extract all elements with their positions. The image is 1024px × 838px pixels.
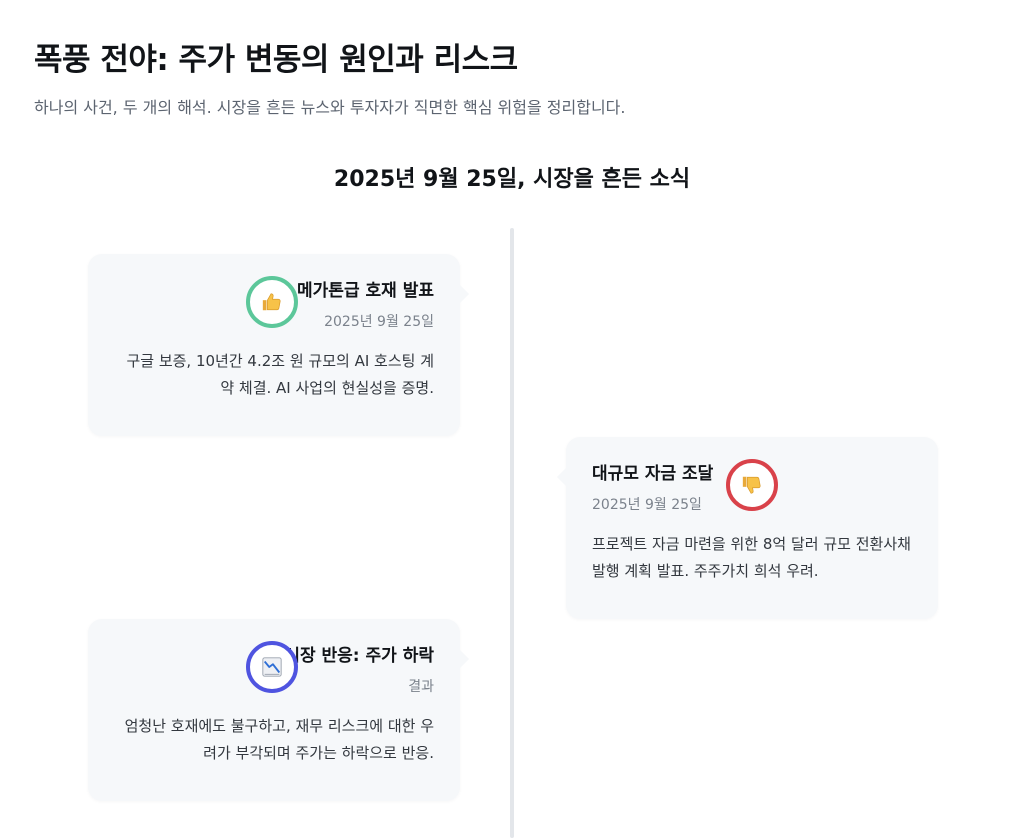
card-date: 2025년 9월 25일 [324,314,434,330]
card-title: 대규모 자금 조달 [592,464,714,484]
timeline-line [510,228,514,838]
card-date: 2025년 9월 25일 [592,497,702,513]
card-body: 구글 보증, 10년간 4.2조 원 규모의 AI 호스팅 계약 체결. AI … [126,352,434,397]
timeline-heading: 2025년 9월 25일, 시장을 흔든 소식 [333,167,691,192]
chart-decreasing-icon [246,641,298,693]
card-date: 결과 [408,679,434,695]
card-title: 메가톤급 호재 발표 [297,281,434,301]
page-subtitle: 하나의 사건, 두 개의 해석. 시장을 흔든 뉴스와 투자자가 직면한 핵심 … [34,98,626,117]
card-title: 시장 반응: 주가 하락 [284,646,434,666]
thumbs-up-icon [246,276,298,328]
thumbs-down-icon [726,459,778,511]
card-body: 프로젝트 자금 마련을 위한 8억 달러 규모 전환사채 발행 계획 발표. 주… [592,535,911,580]
card-body: 엄청난 호재에도 불구하고, 재무 리스크에 대한 우려가 부각되며 주가는 하… [124,717,434,762]
page-title: 폭풍 전야: 주가 변동의 원인과 리스크 [34,42,518,78]
